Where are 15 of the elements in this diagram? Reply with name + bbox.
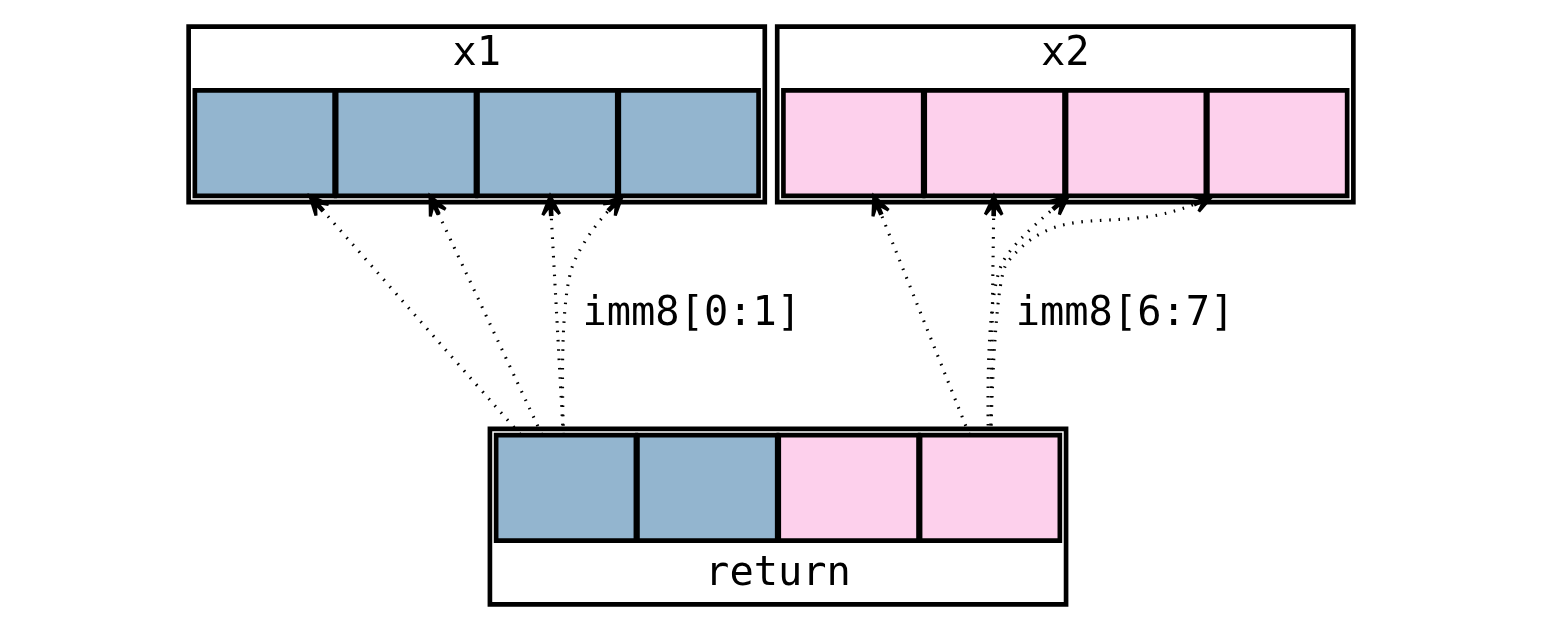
cluster: x1 <box>185 24 767 205</box>
node-box <box>192 88 337 199</box>
label: imm8[0:1] <box>581 288 801 336</box>
cluster: return <box>487 426 1068 607</box>
label: imm8[6:7] <box>1015 288 1234 336</box>
node-box <box>917 432 1062 543</box>
arrow <box>428 194 543 436</box>
node-box <box>921 88 1067 199</box>
cluster: x2 <box>774 24 1356 205</box>
node-box <box>493 432 638 543</box>
arrow <box>870 194 971 436</box>
node-box <box>775 432 921 543</box>
arrow <box>307 194 521 436</box>
node-box <box>333 88 478 199</box>
node-box <box>1063 88 1208 199</box>
